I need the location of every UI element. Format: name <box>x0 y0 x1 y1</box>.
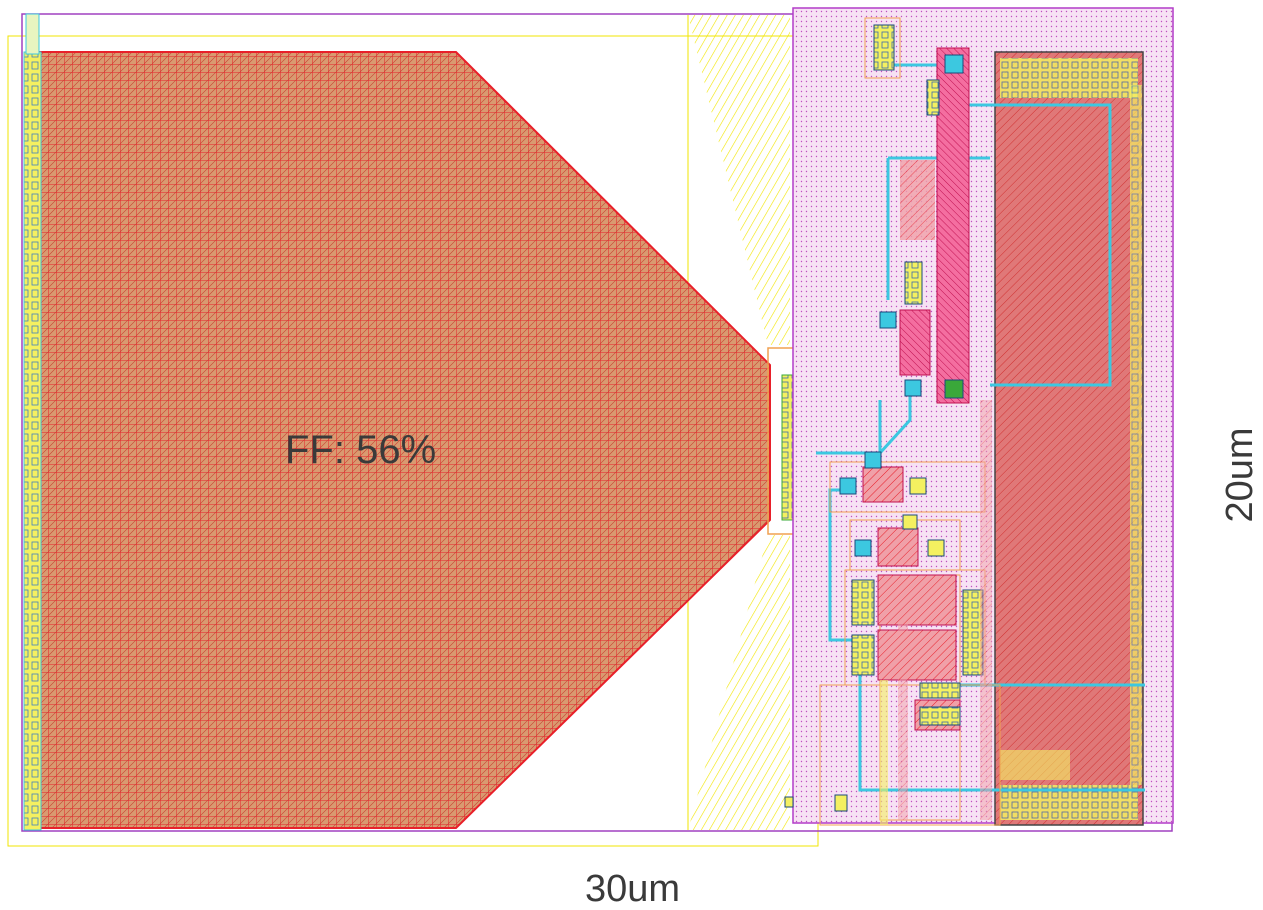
metal-routing <box>816 48 1145 792</box>
fill-factor-label: FF: 56% <box>285 428 437 472</box>
right-capacitor-block <box>994 51 1144 826</box>
height-dimension-label: 20um <box>1219 427 1261 523</box>
width-dimension-label: 30um <box>585 868 681 910</box>
left-contact-strip <box>23 51 42 831</box>
implant-region <box>687 15 790 830</box>
contacts <box>784 24 984 812</box>
vertical-traces <box>880 400 992 825</box>
poly-gates <box>862 47 970 731</box>
top-left-contact <box>25 13 40 55</box>
